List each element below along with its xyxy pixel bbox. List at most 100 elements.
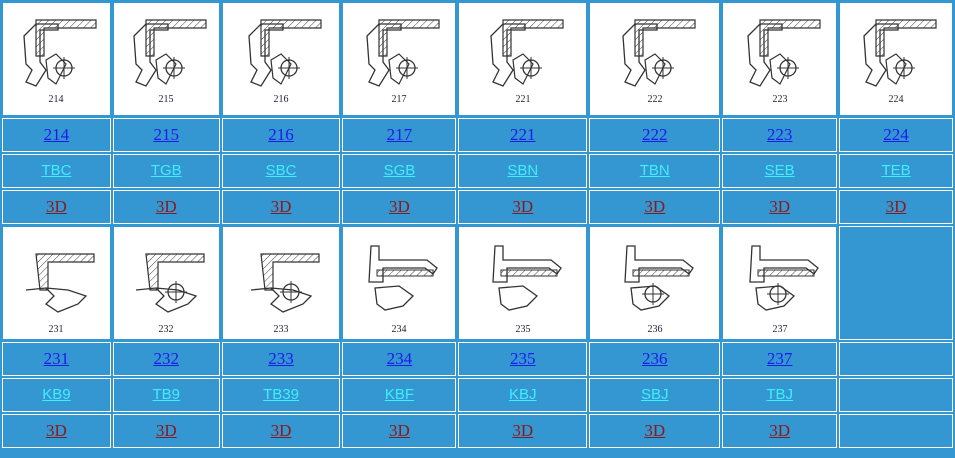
view-3d-link[interactable]: 3D <box>46 197 67 216</box>
seal-type-link[interactable]: SGB <box>383 162 416 179</box>
thumbnail-caption: 224 <box>889 94 904 105</box>
seal-code-link[interactable]: 222 <box>642 125 668 144</box>
seal-type-link[interactable]: KB9 <box>42 386 71 403</box>
view-3d-link-cell: 3D <box>722 190 838 224</box>
seal-code-link-cell: 223 <box>722 118 838 152</box>
seal-type-link[interactable]: TEB <box>881 162 911 179</box>
seal-thumbnail-cell: 234 <box>342 226 457 340</box>
view-3d-link[interactable]: 3D <box>389 197 410 216</box>
view-3d-link-cell: 3D <box>112 414 220 448</box>
view-3d-link[interactable]: 3D <box>885 197 907 216</box>
seal-code-link[interactable]: 234 <box>386 349 413 368</box>
view-3d-link-cell: 3D <box>839 190 953 224</box>
seal-type-link-cell: SGB <box>342 154 457 188</box>
view-3d-link[interactable]: 3D <box>769 197 791 216</box>
seal-profile-drawing: 232 <box>136 253 205 335</box>
model-3d-link-row: 3D 3D 3D 3D 3D 3D 3D 3D <box>2 190 953 224</box>
seal-thumbnail-cell: 221 <box>458 2 588 116</box>
seal-type-link[interactable]: KBJ <box>509 386 537 403</box>
seal-type-link[interactable]: TB39 <box>263 386 299 403</box>
thumbnail-caption: 231 <box>49 324 64 335</box>
seal-code-link[interactable]: 224 <box>883 125 909 144</box>
seal-type-link-cell: SBJ <box>589 378 721 412</box>
image-row: 231 232 233 234 235 236 237 <box>2 226 953 340</box>
view-3d-link[interactable]: 3D <box>270 197 292 216</box>
seal-code-link-cell: 234 <box>342 342 457 376</box>
empty-cell <box>839 342 953 376</box>
view-3d-link[interactable]: 3D <box>644 197 666 216</box>
view-3d-link-cell: 3D <box>589 190 721 224</box>
seal-code-link[interactable]: 235 <box>510 349 536 368</box>
seal-profile-drawing: 222 <box>622 19 696 105</box>
seal-profile-drawing: 217 <box>366 19 441 105</box>
seal-profile-drawing: 214 <box>23 19 98 105</box>
seal-type-link[interactable]: SEB <box>764 162 795 179</box>
view-3d-link[interactable]: 3D <box>389 421 410 440</box>
seal-profile-drawing: 216 <box>248 19 322 105</box>
seal-code-link[interactable]: 232 <box>153 349 179 368</box>
seal-code-link-cell: 215 <box>112 118 220 152</box>
seal-code-link-cell: 216 <box>221 118 341 152</box>
seal-code-link-cell: 222 <box>589 118 721 152</box>
thumbnail-caption: 221 <box>515 94 530 105</box>
seal-type-link[interactable]: TBC <box>41 162 72 179</box>
seal-code-link[interactable]: 216 <box>268 125 294 144</box>
seal-thumbnail-cell: 214 <box>2 2 111 116</box>
seal-profile-drawing: 221 <box>490 19 564 105</box>
seal-code-link-cell: 224 <box>839 118 953 152</box>
view-3d-link[interactable]: 3D <box>46 421 67 440</box>
seal-code-link[interactable]: 217 <box>386 125 413 144</box>
code-link-row: 231 232 233 234 235 236 237 <box>2 342 953 376</box>
seal-code-link-cell: 236 <box>589 342 721 376</box>
seal-code-link-cell: 237 <box>722 342 838 376</box>
seal-code-link[interactable]: 233 <box>268 349 294 368</box>
view-3d-link-cell: 3D <box>342 190 457 224</box>
seal-code-link[interactable]: 214 <box>43 125 70 144</box>
seal-profile-drawing: 236 <box>624 245 694 335</box>
seal-type-link[interactable]: TGB <box>150 162 182 179</box>
seal-code-link[interactable]: 236 <box>642 349 668 368</box>
thumbnail-caption: 233 <box>274 324 289 335</box>
seal-type-link[interactable]: KBF <box>384 386 414 403</box>
seal-type-link[interactable]: SBN <box>507 162 539 179</box>
seal-code-link[interactable]: 221 <box>510 125 536 144</box>
seal-profile-drawing: 224 <box>863 19 937 105</box>
view-3d-link[interactable]: 3D <box>155 197 177 216</box>
seal-code-link[interactable]: 215 <box>153 125 179 144</box>
seal-type-link[interactable]: TB9 <box>152 386 180 403</box>
seal-thumbnail-cell: 216 <box>221 2 341 116</box>
view-3d-link-cell: 3D <box>458 414 588 448</box>
seal-code-link[interactable]: 237 <box>766 349 793 368</box>
view-3d-link[interactable]: 3D <box>155 421 177 440</box>
thumbnail-caption: 235 <box>515 324 530 335</box>
seal-thumbnail-cell: 236 <box>589 226 721 340</box>
type-link-row: TBC TGB SBC SGB SBN TBN SEB TEB <box>2 154 953 188</box>
seal-type-link-cell: KB9 <box>2 378 111 412</box>
seal-profile-drawing: 215 <box>133 19 207 105</box>
seal-type-link[interactable]: TBN <box>639 162 670 179</box>
seal-thumbnail-cell: 224 <box>839 2 953 116</box>
seal-type-link[interactable]: SBJ <box>641 386 669 403</box>
seal-type-link-cell: SBN <box>458 154 588 188</box>
seal-thumbnail-cell: 237 <box>722 226 838 340</box>
seal-type-link-cell: TBJ <box>722 378 838 412</box>
view-3d-link[interactable]: 3D <box>270 421 292 440</box>
seal-code-link[interactable]: 223 <box>766 125 793 144</box>
view-3d-link[interactable]: 3D <box>644 421 666 440</box>
seal-code-link-cell: 221 <box>458 118 588 152</box>
seal-type-link-cell: TBN <box>589 154 721 188</box>
view-3d-link[interactable]: 3D <box>769 421 791 440</box>
seal-type-link[interactable]: TBJ <box>766 386 793 403</box>
seal-type-link[interactable]: SBC <box>265 162 297 179</box>
seal-type-link-cell: TGB <box>112 154 220 188</box>
seal-code-link[interactable]: 231 <box>43 349 70 368</box>
view-3d-link[interactable]: 3D <box>512 197 534 216</box>
view-3d-link-cell: 3D <box>2 190 111 224</box>
thumbnail-caption: 222 <box>647 94 662 105</box>
seal-code-link-cell: 235 <box>458 342 588 376</box>
view-3d-link[interactable]: 3D <box>512 421 534 440</box>
view-3d-link-cell: 3D <box>589 414 721 448</box>
view-3d-link-cell: 3D <box>221 190 341 224</box>
seal-profile-drawing: 223 <box>747 19 821 105</box>
